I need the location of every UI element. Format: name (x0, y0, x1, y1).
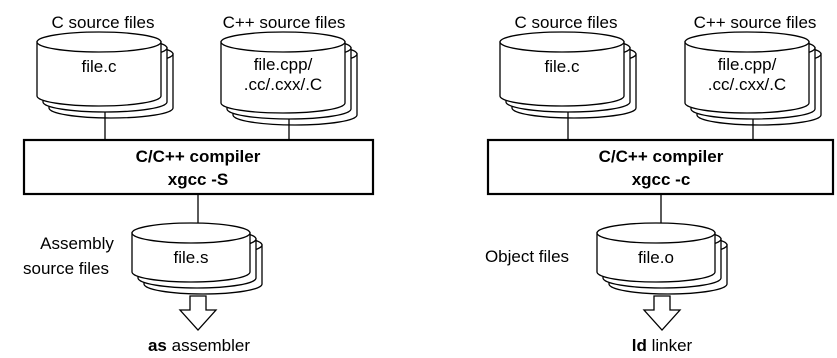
right-output-stack (596, 222, 728, 295)
right-c-source-stack (499, 31, 637, 119)
left-output-file-name: file.s (174, 248, 209, 267)
right-diagram: C source files file.c C++ source files f… (485, 13, 835, 355)
left-c-source-label: C source files (52, 13, 155, 32)
left-output-label-line1: Assembly (40, 234, 114, 253)
left-down-arrow-icon (178, 295, 218, 331)
right-compiler-command: xgcc -c (632, 170, 691, 189)
left-cpp-file-name-line1: file.cpp/ (254, 55, 313, 74)
left-compiler-title: C/C++ compiler (136, 147, 261, 166)
left-cpp-source-label: C++ source files (223, 13, 346, 32)
right-cpp-file-name-line1: file.cpp/ (718, 55, 777, 74)
right-output-file-name: file.o (638, 248, 674, 267)
right-down-arrow-icon (642, 295, 682, 331)
left-c-source-stack (36, 31, 174, 119)
right-output-label: Object files (485, 247, 569, 266)
right-cpp-source-label: C++ source files (694, 13, 817, 32)
right-compiler-box (486, 138, 835, 196)
left-cpp-file-name-line2: .cc/.cxx/.C (244, 75, 322, 94)
left-c-file-name: file.c (82, 57, 117, 76)
right-cpp-file-name-line2: .cc/.cxx/.C (708, 75, 786, 94)
left-next-tool-caption: as assembler (148, 336, 250, 355)
right-next-tool-caption: ld linker (632, 336, 693, 355)
right-cpp-source-stack (684, 31, 822, 126)
right-c-source-label: C source files (515, 13, 618, 32)
left-compiler-command: xgcc -S (168, 170, 228, 189)
left-diagram: C source files file.c C++ source files f… (22, 13, 375, 355)
left-compiler-box (22, 138, 375, 196)
left-output-stack (131, 222, 263, 295)
right-compiler-title: C/C++ compiler (599, 147, 724, 166)
left-output-label-line2: source files (23, 259, 109, 278)
right-c-file-name: file.c (545, 57, 580, 76)
left-cpp-source-stack (220, 31, 358, 126)
